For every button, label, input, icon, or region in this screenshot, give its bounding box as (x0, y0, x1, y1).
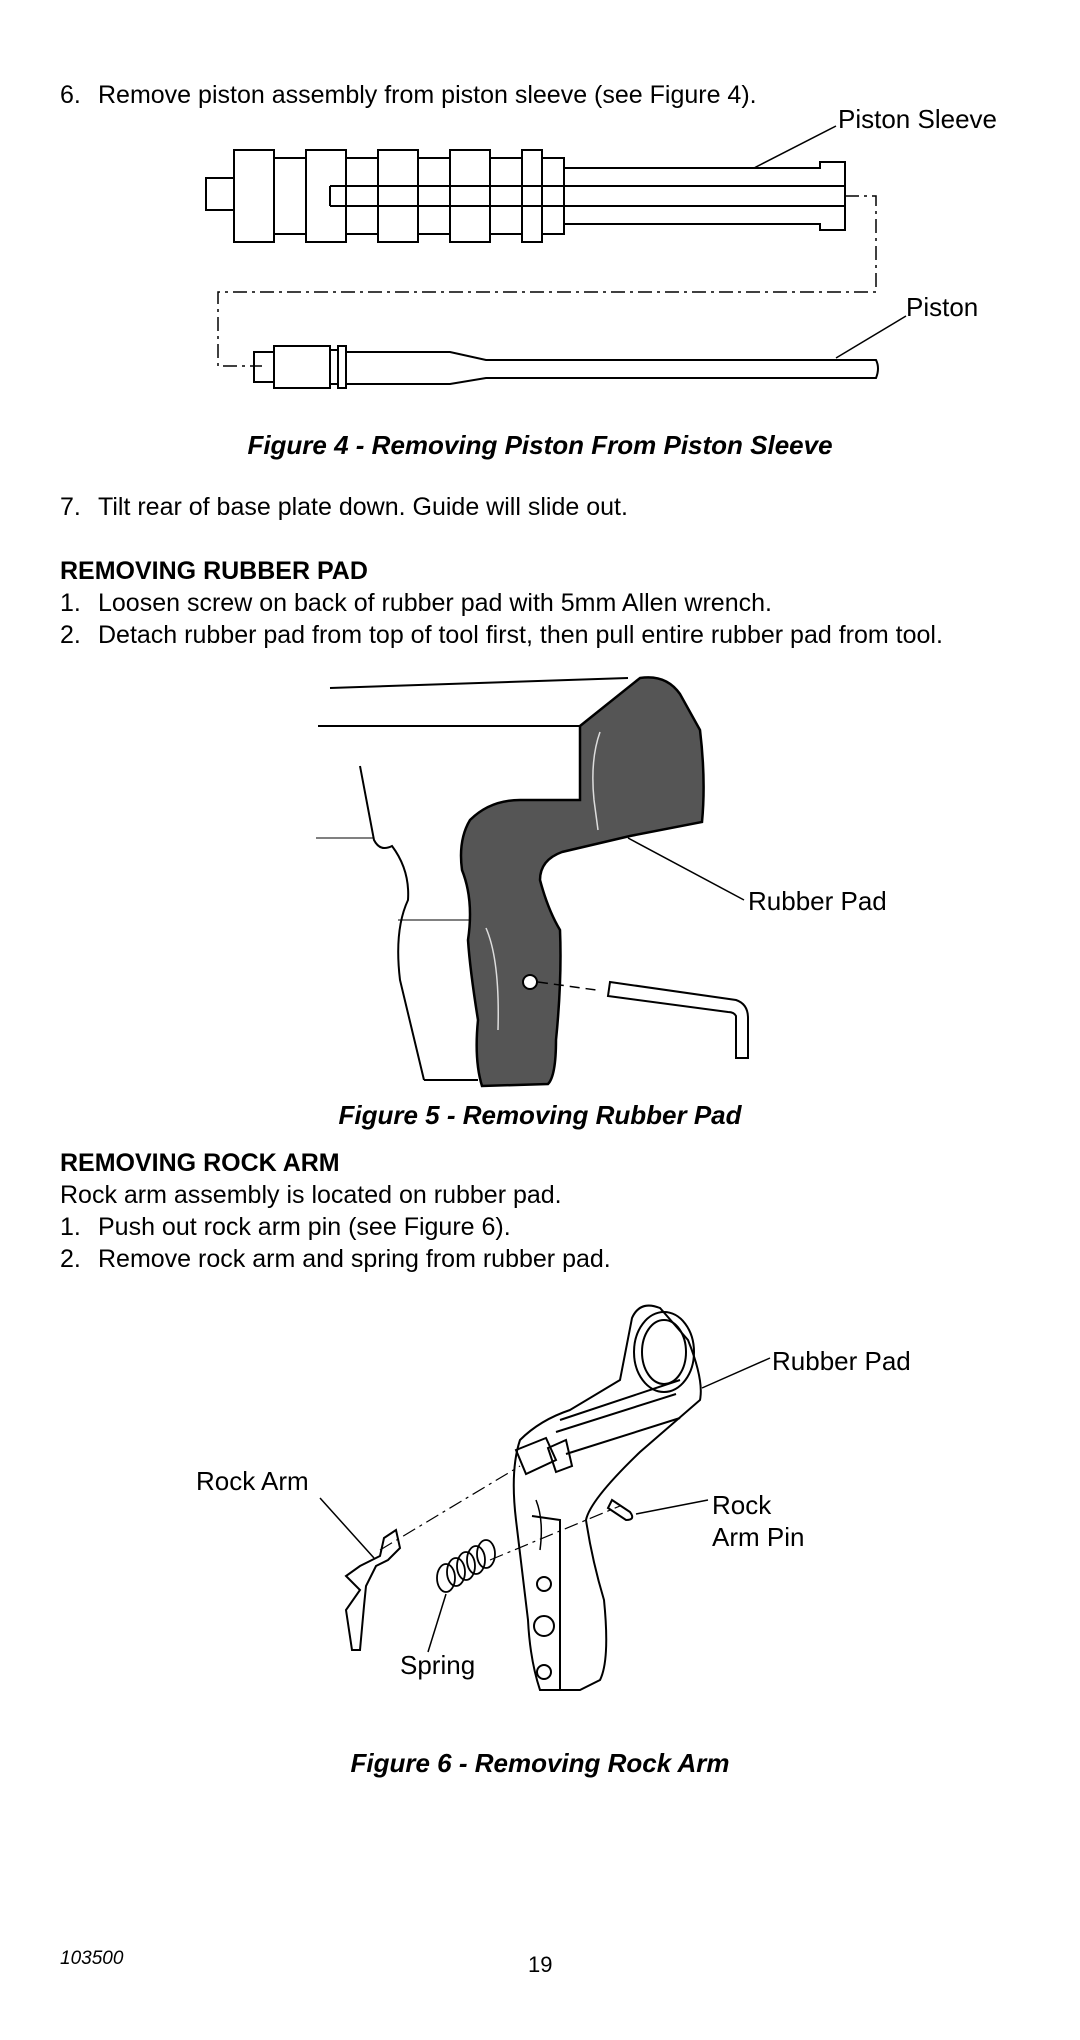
step-text: Remove piston assembly from piston sleev… (98, 81, 757, 109)
figure-5-drawing (316, 676, 749, 1088)
rubber-pad-label: Rubber Pad (748, 886, 887, 916)
rock-arm-label: Rock Arm (196, 1466, 309, 1496)
section-heading-rock-arm: REMOVING ROCK ARM (60, 1149, 340, 1177)
step-number: 1. (60, 1213, 81, 1241)
step-text: Push out rock arm pin (see Figure 6). (98, 1213, 511, 1241)
rubber-pad-shape (459, 676, 705, 1088)
step-text: Remove rock arm and spring from rubber p… (98, 1245, 611, 1273)
figure-4-caption: Figure 4 - Removing Piston From Piston S… (247, 430, 833, 460)
figure-4-drawing (205, 125, 907, 389)
rubber-pad-step-2: 2. Detach rubber pad from top of tool fir… (60, 620, 943, 650)
section-heading-rubber-pad: REMOVING RUBBER PAD (60, 557, 368, 585)
step-text: Tilt rear of base plate down. Guide will… (98, 493, 628, 521)
rock-arm-step-1: 1. Push out rock arm pin (see Figure 6). (60, 1212, 511, 1242)
step-7: 7. Tilt rear of base plate down. Guide wi… (60, 492, 628, 522)
fig6-rubber-pad-label: Rubber Pad (772, 1346, 911, 1376)
step-6: 6. Remove piston assembly from piston sle… (60, 80, 757, 110)
step-number: 6. (60, 81, 81, 109)
step-text: Loosen screw on back of rubber pad with … (98, 589, 772, 617)
piston-sleeve-label: Piston Sleeve (838, 104, 997, 134)
rock-arm-pin-label-line1: Rock (712, 1490, 772, 1520)
step-number: 2. (60, 1245, 81, 1273)
step-number: 1. (60, 589, 81, 617)
rock-arm-pin-label-line2: Arm Pin (712, 1522, 805, 1552)
rubber-pad-step-1: 1. Loosen screw on back of rubber pad wit… (60, 588, 772, 618)
spring-label: Spring (400, 1650, 476, 1680)
piston-label: Piston (906, 292, 979, 322)
rock-arm-step-2: 2. Remove rock arm and spring from rubber… (60, 1244, 611, 1274)
figure-6-drawing (319, 1304, 771, 1691)
figure-6-caption: Figure 6 - Removing Rock Arm (350, 1748, 730, 1778)
step-number: 2. (60, 621, 81, 649)
document-id: 103500 (60, 1948, 124, 1969)
figure-5-caption: Figure 5 - Removing Rubber Pad (338, 1100, 742, 1130)
page-number: 19 (528, 1952, 553, 1977)
step-text: Detach rubber pad from top of tool first… (98, 621, 943, 649)
rock-arm-intro: Rock arm assembly is located on rubber p… (60, 1181, 562, 1209)
step-number: 7. (60, 493, 81, 521)
